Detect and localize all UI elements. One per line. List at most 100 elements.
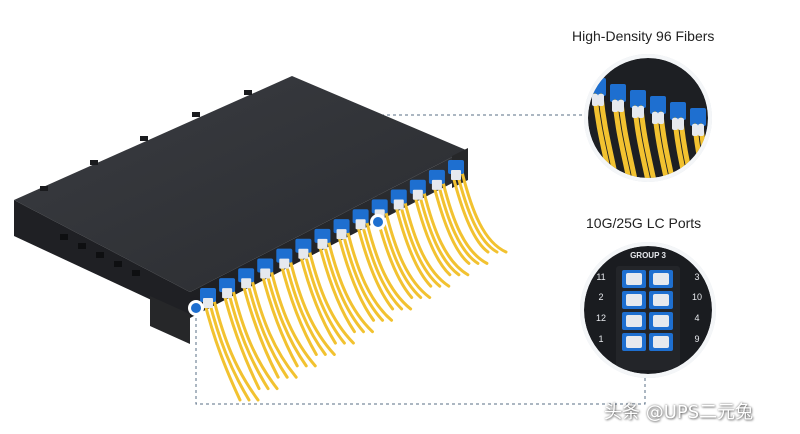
- lc-port-dustcap: [626, 336, 642, 348]
- fiber-strand: [441, 180, 489, 265]
- group-label: GROUP 3: [630, 251, 666, 260]
- fiber-strand: [226, 288, 270, 391]
- fiber-strand: [316, 239, 356, 334]
- port-number: 1: [598, 334, 603, 344]
- port-number: 2: [598, 292, 603, 302]
- port-number: 3: [694, 272, 699, 282]
- side-ports: [60, 234, 140, 276]
- lc-connector-boot: [241, 278, 252, 289]
- fiber-strand: [346, 229, 394, 322]
- rack-enclosure: [14, 76, 468, 344]
- lc-connector-boot: [336, 229, 347, 240]
- fiber-strand: [307, 249, 355, 345]
- lc-connector-boot: [317, 238, 328, 249]
- lc-connector-boot: [412, 189, 423, 200]
- lc-port-dustcap: [626, 294, 642, 306]
- lc-connector-closeup: [670, 102, 686, 120]
- fiber-strand: [341, 229, 385, 322]
- port-number: 10: [692, 292, 702, 302]
- port-numbers-left: 11 2 12 1: [596, 272, 606, 344]
- port-number: 9: [694, 334, 699, 344]
- fiber-strand: [417, 190, 461, 277]
- fiber-strand: [384, 209, 432, 300]
- fiber-strand: [450, 170, 490, 254]
- port-number: 4: [694, 313, 699, 323]
- fiber-strand: [202, 298, 242, 402]
- fiber-strand: [259, 268, 299, 368]
- fiber-strand: [336, 229, 376, 322]
- caption-density: High-Density 96 Fibers: [572, 28, 715, 44]
- inset-ports: GROUP 3 11 2 12 1 3 10 4 9: [580, 242, 716, 378]
- fiber-strand: [355, 219, 395, 311]
- fiber-strand: [231, 288, 279, 391]
- fiber-strand: [240, 278, 280, 379]
- lc-connector-boot: [355, 219, 366, 230]
- port-number: 12: [596, 313, 606, 323]
- fiber-strand: [436, 180, 480, 265]
- lc-port-dustcap: [653, 273, 669, 285]
- lc-connector-boot: [431, 179, 442, 190]
- fiber-strand: [412, 190, 452, 277]
- lc-connector-boot: [260, 268, 271, 279]
- lc-port-dustcap: [653, 294, 669, 306]
- fiber-strand: [393, 200, 433, 288]
- lc-port-dustcap: [653, 336, 669, 348]
- fiber-strand: [297, 249, 337, 345]
- fiber-strand: [460, 170, 508, 254]
- lc-boot-closeup: [632, 106, 638, 118]
- fiber-strand: [360, 219, 404, 311]
- lc-boot-closeup: [598, 94, 604, 106]
- enclosure-top-tabs: [40, 90, 252, 191]
- fiber-strand: [288, 259, 336, 356]
- fiber-strand: [365, 219, 413, 311]
- lc-boot-closeup: [672, 118, 678, 130]
- fiber-strand: [422, 190, 470, 277]
- lc-connector-boot: [298, 248, 309, 259]
- port-module: [616, 266, 680, 370]
- lc-connector-closeup: [610, 84, 626, 102]
- fiber-strand: [212, 298, 260, 402]
- caption-ports: 10G/25G LC Ports: [586, 215, 702, 231]
- lc-connector-closeup: [630, 90, 646, 108]
- lc-port-dustcap: [626, 273, 642, 285]
- lc-connector-closeup: [690, 108, 706, 126]
- lc-boot-closeup: [658, 112, 664, 124]
- fiber-strand: [326, 239, 374, 334]
- fiber-strand: [398, 200, 442, 288]
- lc-port-dustcap: [626, 315, 642, 327]
- highlight-marker-density: [370, 214, 386, 230]
- fiber-strand: [269, 268, 317, 368]
- lc-connector-boot: [451, 170, 461, 180]
- lc-boot-closeup: [698, 124, 704, 136]
- fiber-strand: [278, 259, 318, 356]
- fiber-strand: [455, 170, 499, 254]
- lc-boot-closeup: [652, 112, 658, 124]
- enclosure-top: [14, 76, 466, 292]
- lc-port-dustcap: [653, 315, 669, 327]
- inset-density: [584, 54, 712, 182]
- fiber-strand: [245, 278, 289, 379]
- enclosure-left-side: [14, 200, 190, 318]
- fiber-strand: [221, 288, 261, 391]
- fiber-strand: [403, 200, 451, 288]
- lc-connector-boot: [203, 298, 213, 308]
- highlight-marker-ports: [188, 300, 204, 316]
- lc-connector-boot: [222, 288, 233, 299]
- lc-boot-closeup: [612, 100, 618, 112]
- fiber-strand: [283, 259, 327, 356]
- fiber-strand: [302, 249, 346, 345]
- lc-boot-closeup: [638, 106, 644, 118]
- mounting-ear-left: [150, 296, 190, 344]
- fiber-strand: [264, 268, 308, 368]
- lc-connector-boot: [393, 199, 404, 210]
- port-numbers-right: 3 10 4 9: [692, 272, 702, 344]
- fiber-strand: [431, 180, 471, 265]
- fiber-strand: [321, 239, 365, 334]
- lc-boot-closeup: [692, 124, 698, 136]
- lc-boot-closeup: [618, 100, 624, 112]
- fiber-strand: [250, 278, 298, 379]
- leader-line-ports: [195, 312, 646, 405]
- lc-boot-closeup: [678, 118, 684, 130]
- fiber-strand-closeup: [698, 123, 708, 178]
